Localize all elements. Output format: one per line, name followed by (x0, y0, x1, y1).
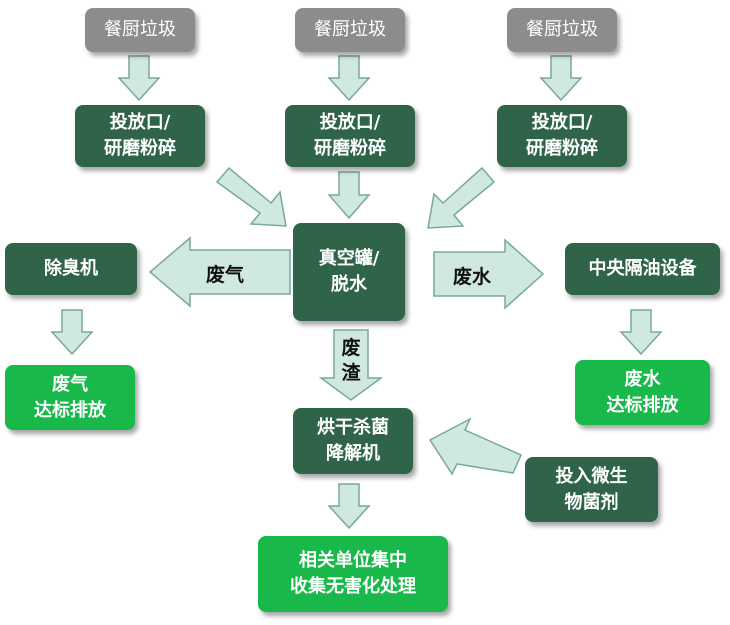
kitchen-waste-label: 餐厨垃圾 (526, 19, 598, 40)
wastewater-discharge-line1: 废水 (624, 368, 661, 390)
arrow-oil-to-discharge (619, 309, 663, 356)
microbe-agent-box: 投入微生 物菌剂 (525, 457, 658, 522)
residue-label-char1: 废 (341, 337, 361, 359)
grind-label-line2: 研磨粉碎 (526, 138, 598, 159)
grind-label-line1: 投放口/ (531, 112, 593, 133)
vacuum-tank-line1: 真空罐/ (318, 248, 380, 269)
grind-label-line1: 投放口/ (109, 112, 171, 133)
arrow-microbe-to-dryer (428, 417, 522, 476)
arrow-dryer-to-treatment (327, 483, 371, 530)
arrow-waste3-to-grind3 (539, 55, 583, 102)
arrow-grind1-to-vacuum (215, 166, 287, 227)
oil-separator-label: 中央隔油设备 (588, 258, 697, 279)
kitchen-waste-box-3: 餐厨垃圾 (507, 8, 617, 52)
dryer-box: 烘干杀菌 降解机 (293, 408, 413, 474)
grind-label-line2: 研磨粉碎 (104, 138, 176, 159)
exhaust-discharge-line2: 达标排放 (34, 399, 106, 421)
dryer-line2: 降解机 (326, 443, 380, 464)
arrow-residue (318, 329, 384, 401)
deodorizer-box: 除臭机 (5, 243, 137, 295)
oil-separator-box: 中央隔油设备 (565, 243, 720, 295)
kitchen-waste-box-2: 餐厨垃圾 (295, 8, 405, 52)
central-treatment-line2: 收集无害化处理 (290, 576, 416, 597)
wastewater-discharge-box: 废水 达标排放 (575, 360, 710, 425)
arrow-grind2-to-vacuum (327, 171, 371, 220)
exhaust-discharge-line1: 废气 (52, 373, 88, 395)
microbe-agent-line2: 物菌剂 (564, 491, 619, 513)
grind-box-1: 投放口/ 研磨粉碎 (75, 105, 205, 167)
wastewater-arrow-label: 废水 (453, 266, 492, 288)
deodorizer-label: 除臭机 (44, 258, 98, 279)
residue-label-char2: 渣 (341, 362, 361, 384)
kitchen-waste-box-1: 餐厨垃圾 (85, 8, 195, 52)
arrow-wastewater (433, 238, 545, 310)
central-treatment-box: 相关单位集中 收集无害化处理 (258, 536, 448, 612)
arrow-deodorizer-to-discharge (50, 309, 94, 356)
residue-arrow-label: 废 渣 (339, 336, 363, 386)
kitchen-waste-label: 餐厨垃圾 (314, 19, 386, 40)
central-treatment-line1: 相关单位集中 (299, 550, 407, 571)
grind-label-line1: 投放口/ (319, 112, 381, 133)
microbe-agent-line1: 投入微生 (555, 465, 628, 487)
arrow-exhaust (148, 236, 291, 308)
wastewater-discharge-line2: 达标排放 (606, 394, 679, 416)
grind-box-3: 投放口/ 研磨粉碎 (497, 105, 627, 167)
grind-box-2: 投放口/ 研磨粉碎 (285, 105, 415, 167)
arrow-grind3-to-vacuum (427, 166, 496, 229)
vacuum-tank-box: 真空罐/ 脱水 (293, 223, 405, 321)
arrow-waste1-to-grind1 (117, 55, 161, 102)
kitchen-waste-label: 餐厨垃圾 (104, 19, 176, 40)
vacuum-tank-line2: 脱水 (331, 274, 367, 295)
grind-label-line2: 研磨粉碎 (314, 138, 386, 159)
exhaust-arrow-label: 废气 (206, 264, 245, 286)
exhaust-discharge-box: 废气 达标排放 (5, 365, 135, 430)
dryer-line1: 烘干杀菌 (317, 417, 389, 438)
arrow-waste2-to-grind2 (327, 55, 371, 102)
